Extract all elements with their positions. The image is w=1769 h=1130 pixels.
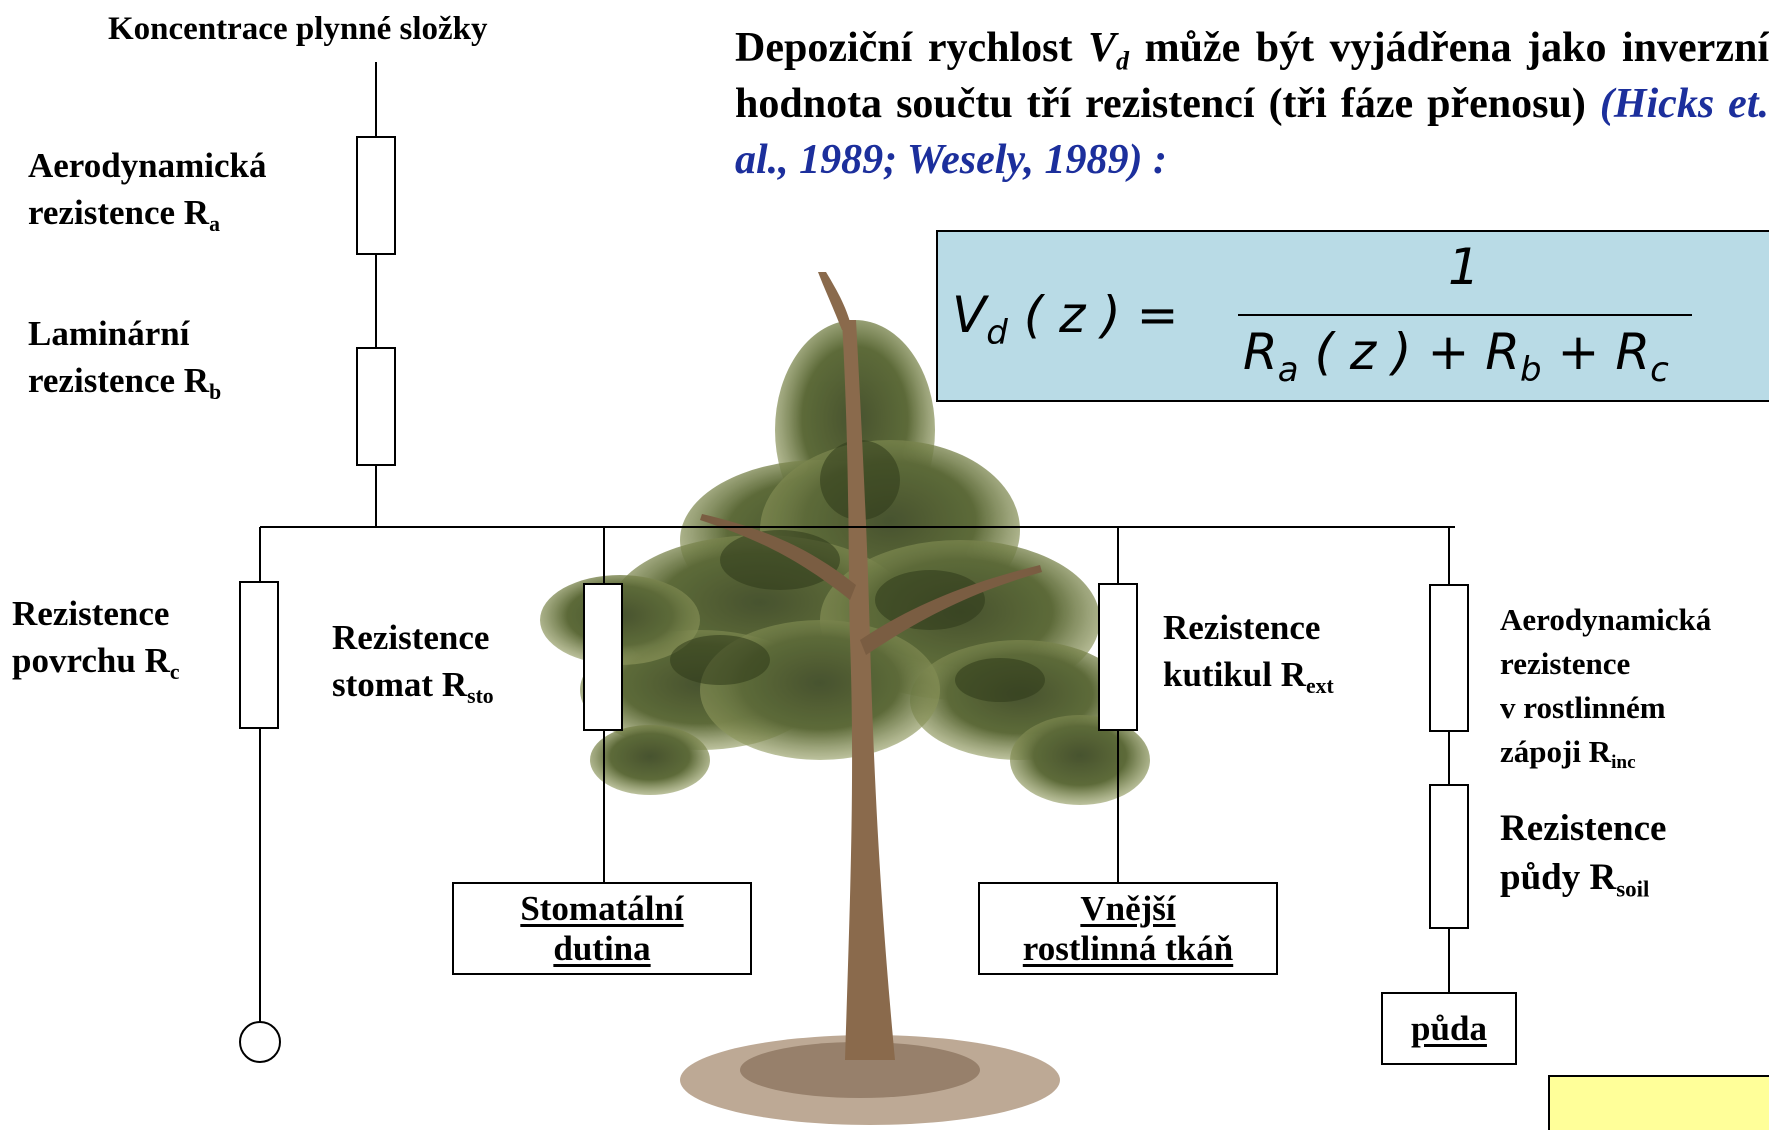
resistor-rext [1098, 583, 1138, 731]
resistor-rsoil [1429, 784, 1469, 929]
label-rb: Laminární rezistence Rb [28, 314, 222, 404]
deposition-description: Depoziční rychlost Vd může být vyjádřena… [735, 25, 1769, 183]
formula-lhs: Vd ( z ) = [952, 286, 1179, 353]
label-ra: Aerodynamická rezistence Ra [28, 146, 267, 236]
sticky-note [1548, 1075, 1769, 1130]
resistor-rinc [1429, 584, 1469, 732]
label-rext: Rezistence kutikul Rext [1163, 608, 1334, 698]
ground-terminal-icon [239, 1021, 281, 1063]
label-rsto: Rezistence stomat Rsto [332, 618, 494, 708]
formula-fraction-bar [1238, 314, 1692, 316]
box-outer-plant-tissue: Vnější rostlinná tkáň [978, 882, 1278, 975]
resistor-rc [239, 581, 279, 729]
formula-box: Vd ( z ) = 1 Ra ( z ) + Rb + Rc [936, 230, 1769, 402]
formula-numerator: 1 [1448, 238, 1480, 296]
resistor-ra [356, 136, 396, 255]
label-rsoil: Rezistence půdy Rsoil [1500, 808, 1667, 902]
formula-denominator: Ra ( z ) + Rb + Rc [1243, 323, 1669, 390]
citation: (Hicks et. al., 1989; Wesely, 1989) [735, 81, 1769, 183]
resistor-rsto [583, 583, 623, 731]
box-soil: půda [1381, 992, 1517, 1065]
label-rc: Rezistence povrchu Rc [12, 594, 180, 684]
label-rinc: Aerodynamická rezistence v rostlinném zá… [1500, 602, 1712, 774]
resistor-rb [356, 347, 396, 466]
top-label: Koncentrace plynné složky [108, 11, 488, 47]
box-stomatal-cavity: Stomatální dutina [452, 882, 752, 975]
